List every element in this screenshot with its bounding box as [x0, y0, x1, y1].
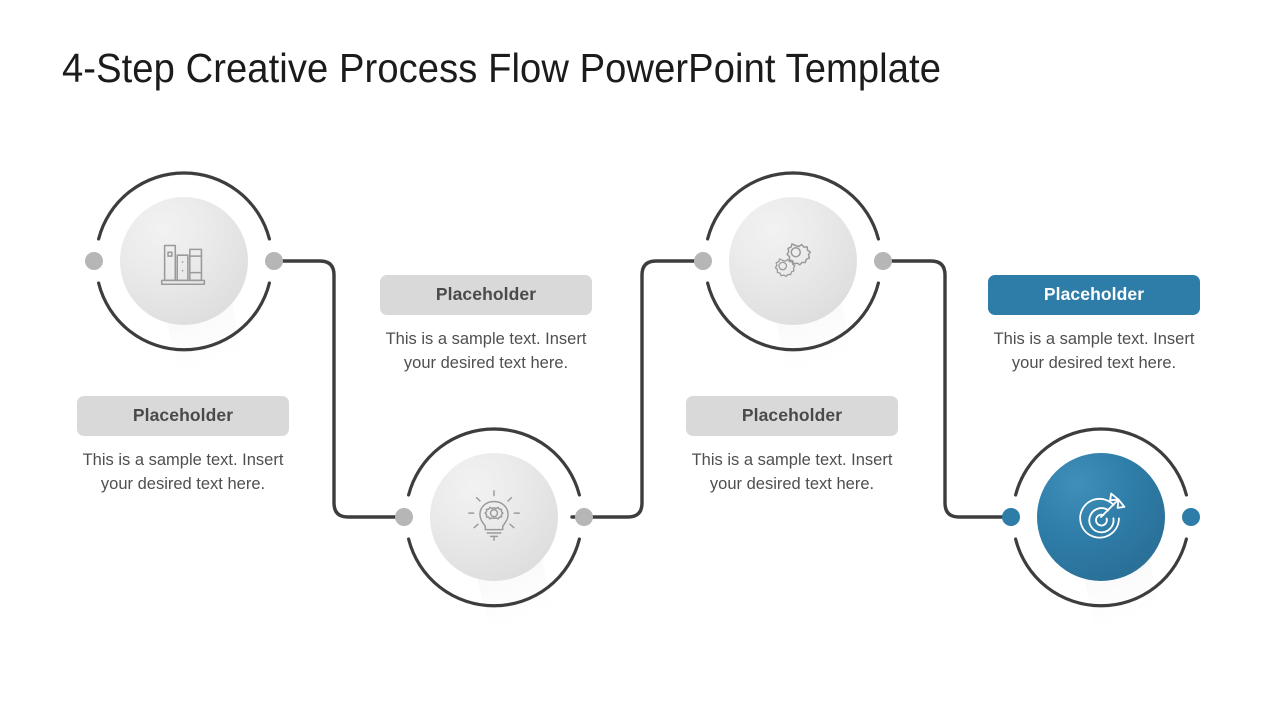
step-text-block-3: Placeholder This is a sample text. Inser… [686, 396, 898, 496]
step-icon-circle-1 [120, 197, 248, 325]
outer-ring-4 [1014, 427, 1188, 608]
step-node-3[interactable] [694, 171, 892, 383]
node-dot-right-2 [575, 508, 593, 526]
step-text-block-1: Placeholder This is a sample text. Inser… [77, 396, 289, 496]
gears-icon [774, 243, 811, 278]
step-node-2[interactable] [395, 427, 593, 639]
outer-ring-2 [407, 427, 581, 608]
node-dot-left-4 [1002, 508, 1020, 526]
step-label-2[interactable]: Placeholder [380, 275, 592, 315]
step-body-1: This is a sample text. Insert your desir… [82, 451, 284, 493]
node-dot-right-1 [265, 252, 283, 270]
target-arrow-icon [1079, 492, 1126, 539]
node-dot-right-4 [1182, 508, 1200, 526]
bookshelf-icon [160, 244, 206, 286]
step-text-block-2: Placeholder This is a sample text. Inser… [380, 275, 592, 375]
node-dot-left-3 [694, 252, 712, 270]
step-label-3[interactable]: Placeholder [686, 396, 898, 436]
lightbulb-gear-icon [468, 490, 520, 541]
node-dot-left-2 [395, 508, 413, 526]
step-label-4[interactable]: Placeholder [988, 275, 1200, 315]
step-body-2: This is a sample text. Insert your desir… [385, 330, 587, 372]
node-dot-right-3 [874, 252, 892, 270]
step-body-4: This is a sample text. Insert your desir… [993, 330, 1195, 372]
step-node-4[interactable] [1002, 427, 1200, 639]
step-node-1[interactable] [85, 171, 283, 383]
step-text-block-4: Placeholder This is a sample text. Inser… [988, 275, 1200, 375]
outer-ring-1 [97, 171, 271, 352]
step-icon-circle-2 [430, 453, 558, 581]
step-icon-circle-3 [729, 197, 857, 325]
node-dot-left-1 [85, 252, 103, 270]
page-title: 4-Step Creative Process Flow PowerPoint … [62, 45, 942, 91]
step-label-1[interactable]: Placeholder [77, 396, 289, 436]
outer-ring-3 [706, 171, 880, 352]
step-body-3: This is a sample text. Insert your desir… [691, 451, 893, 493]
step-icon-circle-4 [1037, 453, 1165, 581]
